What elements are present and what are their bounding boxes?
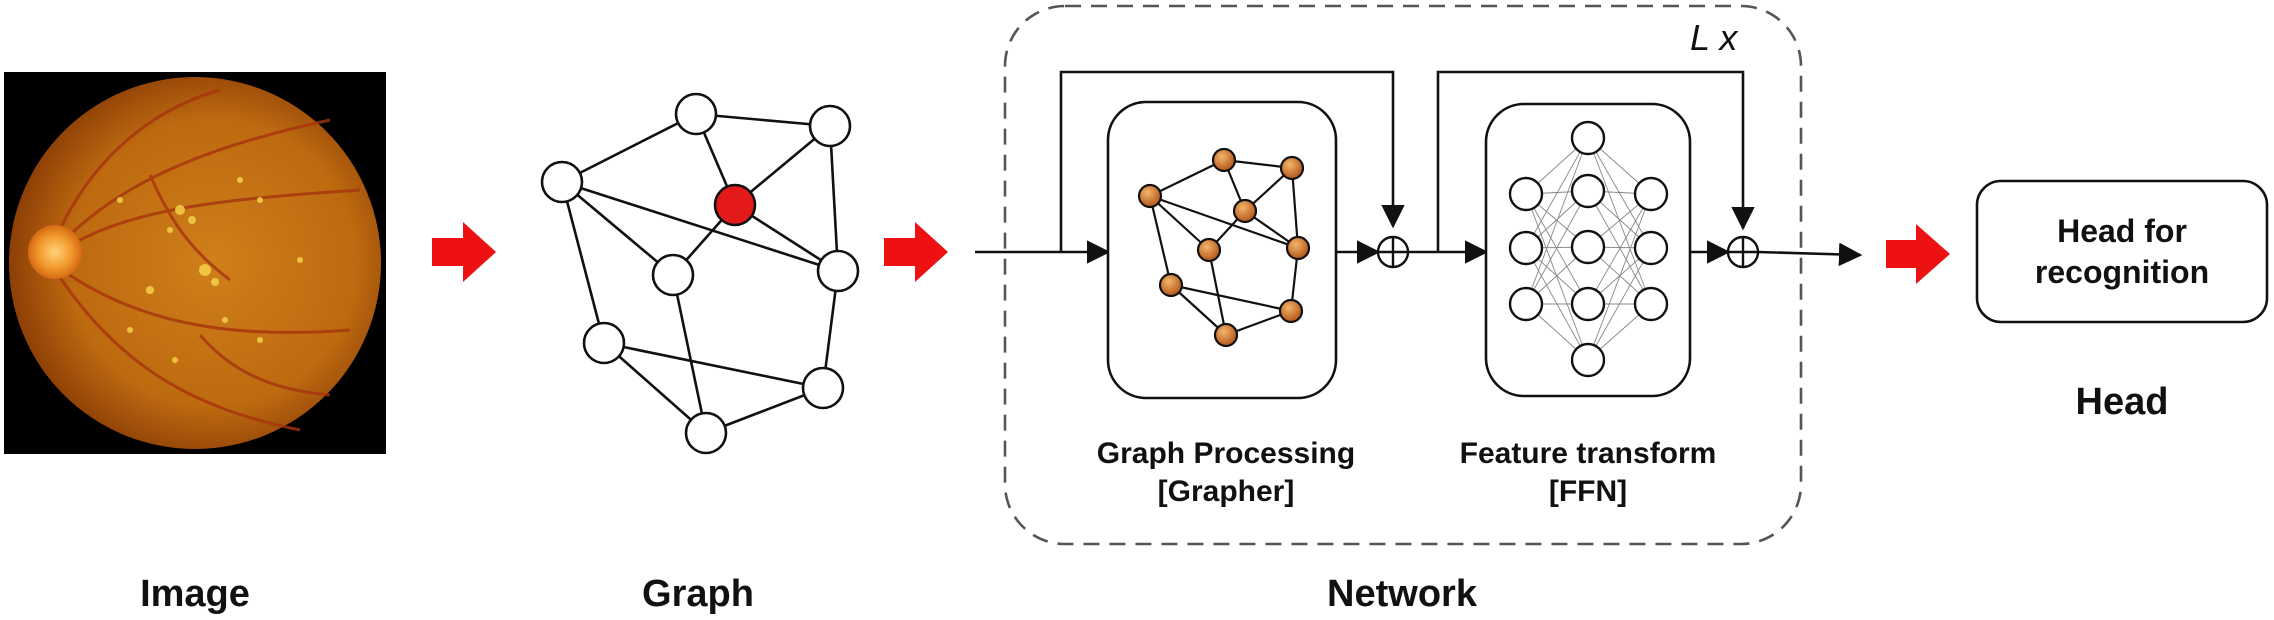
ffn-skip-connection — [1436, 70, 1755, 252]
residual-add-icon — [1376, 235, 1410, 269]
network-out-arrow — [1757, 242, 1863, 267]
stage-label-head: Head — [2076, 381, 2169, 423]
grapher-skip-connection — [1059, 70, 1405, 252]
residual-add-icon — [1726, 235, 1760, 269]
repeat-count-label: L x — [1690, 17, 1739, 58]
ffn-module — [1484, 102, 1692, 398]
ffn-title: Feature transform — [1460, 437, 1717, 470]
graph-node — [582, 321, 626, 365]
graph-node — [540, 160, 584, 204]
graph-node — [816, 249, 860, 293]
graph-node — [684, 411, 728, 455]
graph-node — [674, 92, 718, 136]
stage-label-image: Image — [140, 573, 250, 615]
stage-label-graph: Graph — [642, 573, 754, 615]
grapher-subtitle: [Grapher] — [1158, 475, 1295, 508]
head-box-line2: recognition — [2035, 254, 2209, 290]
head-box-line1: Head for — [2057, 213, 2187, 249]
ffn-subtitle: [FFN] — [1549, 475, 1627, 508]
head-box — [1975, 179, 2269, 324]
red-arrow-icon — [884, 222, 948, 282]
grapher-title: Graph Processing — [1097, 437, 1355, 470]
graph-node — [651, 253, 695, 297]
network-block: L x — [975, 4, 1863, 546]
graph-node — [808, 104, 852, 148]
optic-disc — [28, 225, 82, 279]
repeat-dashed-box — [1003, 4, 1803, 546]
highlighted-graph-node — [713, 183, 757, 227]
head-block: Head for recognition — [1975, 179, 2269, 324]
graph-node — [801, 366, 845, 410]
fundus-image — [4, 72, 386, 454]
red-arrow-icon — [432, 222, 496, 282]
graph-illustration — [540, 92, 860, 455]
red-arrow-icon — [1886, 224, 1950, 284]
grapher-module — [1106, 100, 1338, 400]
stage-label-network: Network — [1327, 573, 1478, 615]
